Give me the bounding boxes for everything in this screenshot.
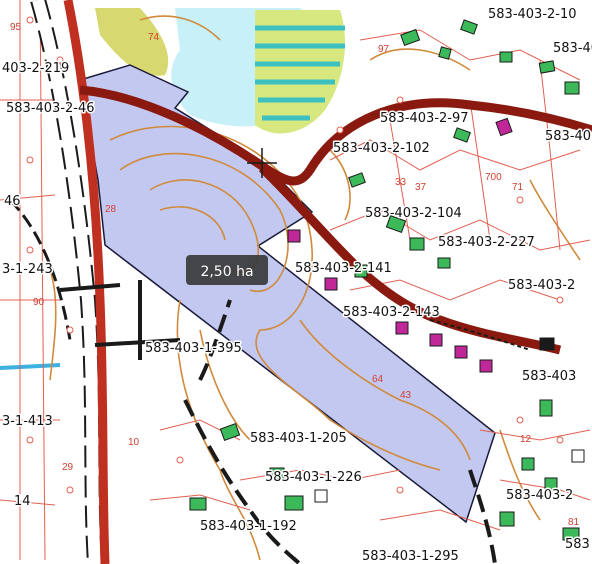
svg-text:95: 95 <box>10 22 22 33</box>
wetland-stripes <box>255 25 345 121</box>
area-value: 2,50 ha <box>200 264 253 280</box>
parcel-label: 583-403-2-102 <box>333 141 430 156</box>
parcel-label: 46 <box>4 194 21 209</box>
parcel-label: 583-40 <box>545 129 591 144</box>
parcel-label: 583-403-1-226 <box>265 470 362 485</box>
parcel-labels: 583-403-2-10 583-40 403-2-219 583-403-2-… <box>1 6 592 564</box>
local-road <box>79 85 592 355</box>
svg-text:43: 43 <box>400 390 412 401</box>
parcel-label: 583-40 <box>553 41 592 56</box>
parcel-label: 583-403-1-295 <box>362 549 459 564</box>
parcel-label: 583-403-2-143 <box>343 305 440 320</box>
parcel-label: 583-403 <box>522 369 576 384</box>
svg-text:37: 37 <box>415 182 427 193</box>
parcel-label: 583-403-2-46 <box>6 101 95 116</box>
parcel-label: 583-403-1-395 <box>145 341 242 356</box>
area-badge: 2,50 ha <box>186 255 268 285</box>
parcel-label: 583-403-2-141 <box>295 261 392 276</box>
svg-text:700: 700 <box>485 172 502 183</box>
lane <box>59 280 181 360</box>
svg-text:97: 97 <box>378 44 390 55</box>
parcel-label: 583-403-2-97 <box>380 111 469 126</box>
survey-cross-icon <box>247 148 277 178</box>
buildings <box>189 19 585 541</box>
highway <box>8 0 110 564</box>
wetland-striped <box>255 10 345 134</box>
parcel-label: 583-403-2 <box>506 488 573 503</box>
svg-text:64: 64 <box>372 374 384 385</box>
svg-text:33: 33 <box>395 177 407 188</box>
parcel-label: 14 <box>14 494 31 509</box>
svg-text:12: 12 <box>520 434 532 445</box>
svg-text:10: 10 <box>128 437 140 448</box>
parcel-label: 583-403-2 <box>508 278 575 293</box>
svg-text:71: 71 <box>512 182 524 193</box>
meadow-yellow <box>95 8 169 76</box>
elevation-numbers: 95 74 97 33 37 700 71 90 29 10 28 64 43 … <box>10 22 580 528</box>
parcel-label: 583-403-2-227 <box>438 235 535 250</box>
svg-text:81: 81 <box>568 517 580 528</box>
svg-text:29: 29 <box>62 462 74 473</box>
parcel-label: 3-1-243 <box>2 262 53 277</box>
parcel-label: 403-2-219 <box>2 61 69 76</box>
contour-lines <box>49 15 581 561</box>
track-dashed <box>183 299 497 564</box>
stream <box>0 363 61 370</box>
parcel-label: 3-1-413 <box>2 414 53 429</box>
parcel-label: 583-403-2-10 <box>488 7 577 22</box>
parcel-label: 583-403-1-205 <box>250 431 347 446</box>
parcel-label: 583-403-1-192 <box>200 519 297 534</box>
parcel-label: 583-403-2-104 <box>365 206 462 221</box>
svg-text:28: 28 <box>105 204 117 215</box>
svg-text:90: 90 <box>33 297 45 308</box>
svg-text:74: 74 <box>148 32 160 43</box>
parcel-label: 583 <box>565 537 590 552</box>
survey-points <box>26 16 564 494</box>
